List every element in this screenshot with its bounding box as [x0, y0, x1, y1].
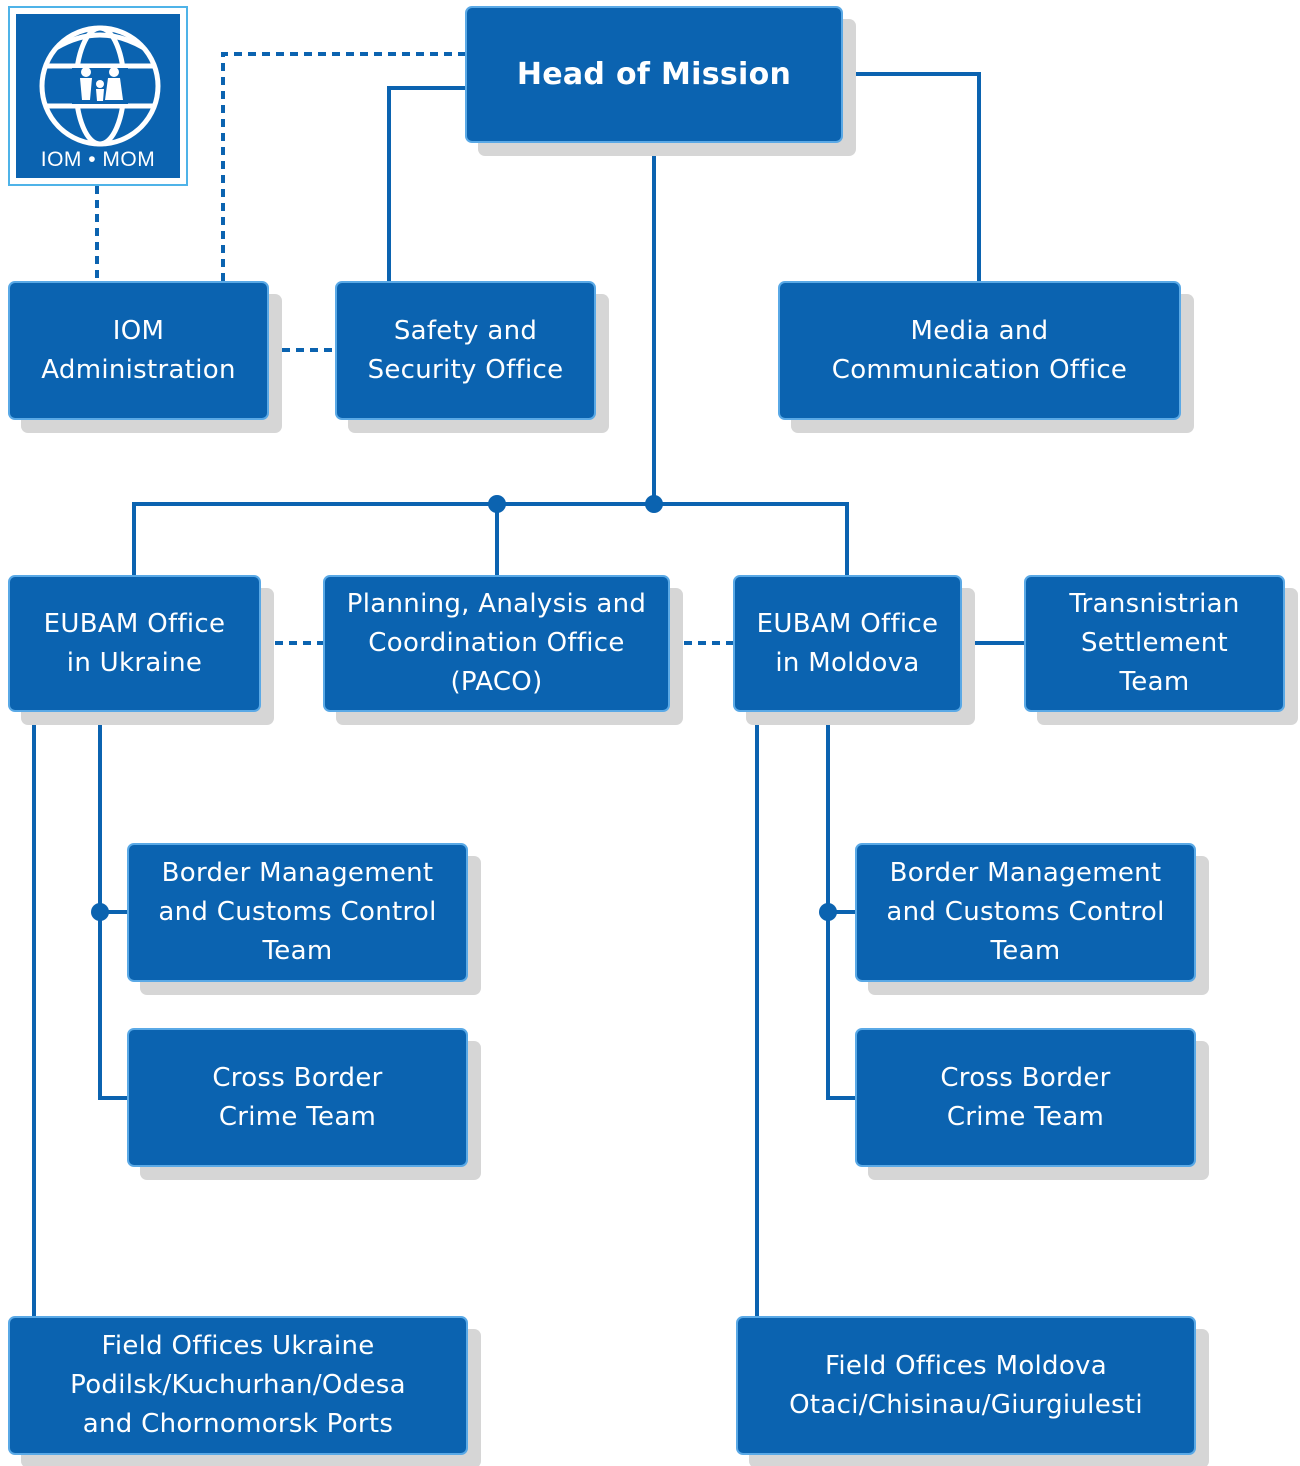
head-of-mission-box[interactable]: Head of Mission	[465, 6, 843, 143]
transnistrian-settlement-team-box[interactable]: Transnistrian Settlement Team	[1024, 575, 1285, 712]
ukraine-cross-border-crime-team-box[interactable]: Cross Border Crime Team	[127, 1028, 468, 1167]
eubam-moldova-label: EUBAM Office in Moldova	[756, 608, 939, 678]
ukraine-border-management-team-box[interactable]: Border Management and Customs Control Te…	[127, 843, 468, 982]
junction-dot	[645, 495, 663, 513]
junction-dot	[91, 903, 109, 921]
eubam-moldova-box[interactable]: EUBAM Office in Moldova	[733, 575, 962, 712]
iom-logo: IOM • MOM	[8, 6, 188, 186]
dashed-head-to-admin	[221, 52, 466, 282]
line-head-to-safety	[387, 86, 466, 282]
transnistrian-settlement-team-label: Transnistrian Settlement Team	[1069, 589, 1240, 697]
moldova-border-management-team-label: Border Management and Customs Control Te…	[886, 858, 1165, 966]
head-of-mission-label: Head of Mission	[516, 57, 792, 92]
logo-background: IOM • MOM	[16, 14, 180, 178]
line-head-to-media	[843, 72, 981, 282]
field-offices-moldova-label: Field Offices Moldova Otaci/Chisinau/Giu…	[789, 1350, 1143, 1420]
ukraine-cross-border-crime-team-label: Cross Border Crime Team	[212, 1062, 383, 1132]
globe-family-icon	[39, 25, 161, 147]
eubam-ukraine-label: EUBAM Office in Ukraine	[43, 608, 226, 678]
ukraine-border-management-team-label: Border Management and Customs Control Te…	[158, 858, 437, 966]
iom-administration-box[interactable]: IOM Administration	[8, 281, 269, 420]
paco-box[interactable]: Planning, Analysis and Coordination Offi…	[323, 575, 670, 712]
junction-dot	[488, 495, 506, 513]
media-communication-office-box[interactable]: Media and Communication Office	[778, 281, 1181, 420]
field-offices-ukraine-label: Field Offices Ukraine Podilsk/Kuchurhan/…	[70, 1331, 406, 1439]
eubam-ukraine-box[interactable]: EUBAM Office in Ukraine	[8, 575, 261, 712]
field-offices-moldova-box[interactable]: Field Offices Moldova Otaci/Chisinau/Giu…	[736, 1316, 1196, 1455]
logo-text: IOM • MOM	[40, 148, 156, 171]
paco-label: Planning, Analysis and Coordination Offi…	[346, 589, 647, 697]
line-branch-bar	[132, 502, 849, 576]
junction-dot	[819, 903, 837, 921]
safety-security-office-box[interactable]: Safety and Security Office	[335, 281, 596, 420]
field-offices-ukraine-box[interactable]: Field Offices Ukraine Podilsk/Kuchurhan/…	[8, 1316, 468, 1455]
moldova-cross-border-crime-team-box[interactable]: Cross Border Crime Team	[855, 1028, 1196, 1167]
media-communication-office-label: Media and Communication Office	[831, 315, 1128, 385]
safety-security-office-label: Safety and Security Office	[367, 315, 564, 385]
iom-administration-label: IOM Administration	[41, 315, 236, 385]
moldova-border-management-team-box[interactable]: Border Management and Customs Control Te…	[855, 843, 1196, 982]
moldova-cross-border-crime-team-label: Cross Border Crime Team	[940, 1062, 1111, 1132]
